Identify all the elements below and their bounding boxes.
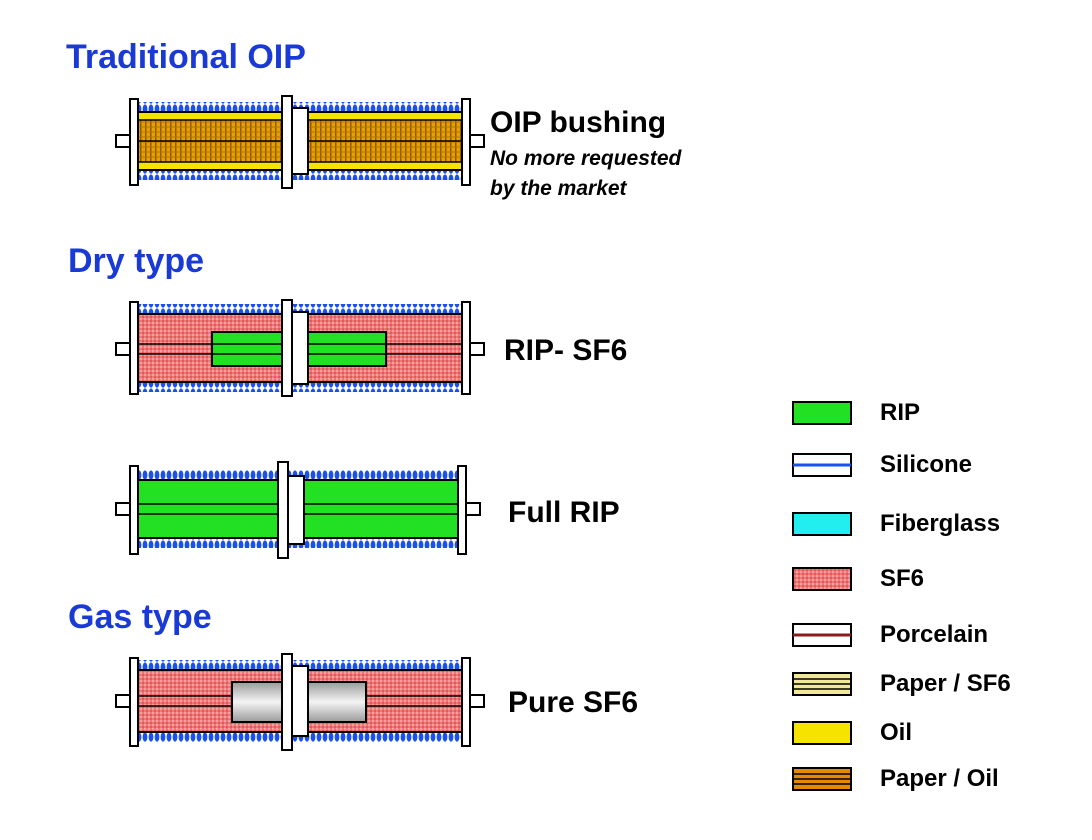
fiberglass-swatch (792, 512, 852, 536)
flange-collar (291, 107, 309, 175)
legend-item-porcelain: Porcelain (792, 620, 988, 650)
legend-label: SF6 (880, 565, 925, 592)
section-heading-dry: Dry type (68, 242, 205, 280)
flange-collar (287, 475, 305, 545)
oip-note-line-2: by the market (490, 177, 627, 200)
oip-bushing-label: OIP bushing (490, 106, 667, 139)
legend-item-rip: RIP (792, 398, 920, 428)
legend-label: Oil (880, 719, 913, 746)
end-plate-right (461, 98, 471, 186)
mounting-flange (281, 653, 293, 751)
mounting-flange (281, 95, 293, 189)
end-plate-right (461, 657, 471, 747)
terminal-right (469, 134, 485, 148)
end-plate-right (457, 465, 467, 555)
legend-label: Porcelain (880, 621, 989, 648)
legend-label: Paper / SF6 (880, 670, 1011, 697)
terminal-right (469, 342, 485, 356)
end-plate-left (129, 465, 139, 555)
legend-item-sf6: SF6 (792, 564, 924, 594)
terminal-left (115, 502, 131, 516)
section-heading-traditional: Traditional OIP (66, 38, 306, 76)
silicone-fins-top (138, 304, 462, 314)
end-plate-right (461, 301, 471, 395)
silicone-fins-bottom (138, 382, 462, 392)
terminal-right (469, 694, 485, 708)
sf6-swatch (792, 567, 852, 591)
section-heading-gas: Gas type (68, 598, 212, 636)
oil-swatch (792, 721, 852, 745)
terminal-left (115, 134, 131, 148)
flange-collar (291, 311, 309, 385)
rip-swatch (792, 401, 852, 425)
silicone-swatch (792, 453, 852, 477)
legend-label: RIP (880, 399, 921, 426)
terminal-left (115, 694, 131, 708)
terminal-left (115, 342, 131, 356)
legend-item-silicone: Silicone (792, 450, 972, 480)
full-rip-label: Full RIP (508, 496, 620, 529)
pure-sf6-label: Pure SF6 (508, 686, 639, 719)
mounting-flange (281, 299, 293, 397)
oip-bushing-diagram (115, 95, 485, 189)
mounting-flange (277, 461, 289, 559)
rip-sf6-label: RIP- SF6 (504, 334, 628, 367)
legend-item-oil: Oil (792, 718, 912, 748)
end-plate-left (129, 301, 139, 395)
legend-label: Silicone (880, 451, 973, 478)
end-plate-left (129, 657, 139, 747)
terminal-right (465, 502, 481, 516)
paper-sf6-swatch (792, 672, 852, 696)
end-plate-left (129, 98, 139, 186)
legend-label: Paper / Oil (880, 765, 999, 792)
legend-item-paper-oil: Paper / Oil (792, 764, 999, 794)
paper-oil-swatch (792, 767, 852, 791)
legend-label: Fiberglass (880, 510, 1001, 537)
legend-item-paper-sf6: Paper / SF6 (792, 669, 1011, 699)
porcelain-swatch (792, 623, 852, 647)
flange-collar (291, 665, 309, 737)
full-rip-bushing-diagram (115, 461, 481, 559)
rip-sf6-bushing-diagram (115, 299, 485, 397)
pure-sf6-bushing-diagram (115, 653, 485, 751)
material-legend: RIP Silicone Fiberglass SF6 Porcelain Pa… (792, 398, 1082, 808)
oip-note-line-1: No more requested (490, 147, 682, 170)
legend-item-fiberglass: Fiberglass (792, 509, 1000, 539)
